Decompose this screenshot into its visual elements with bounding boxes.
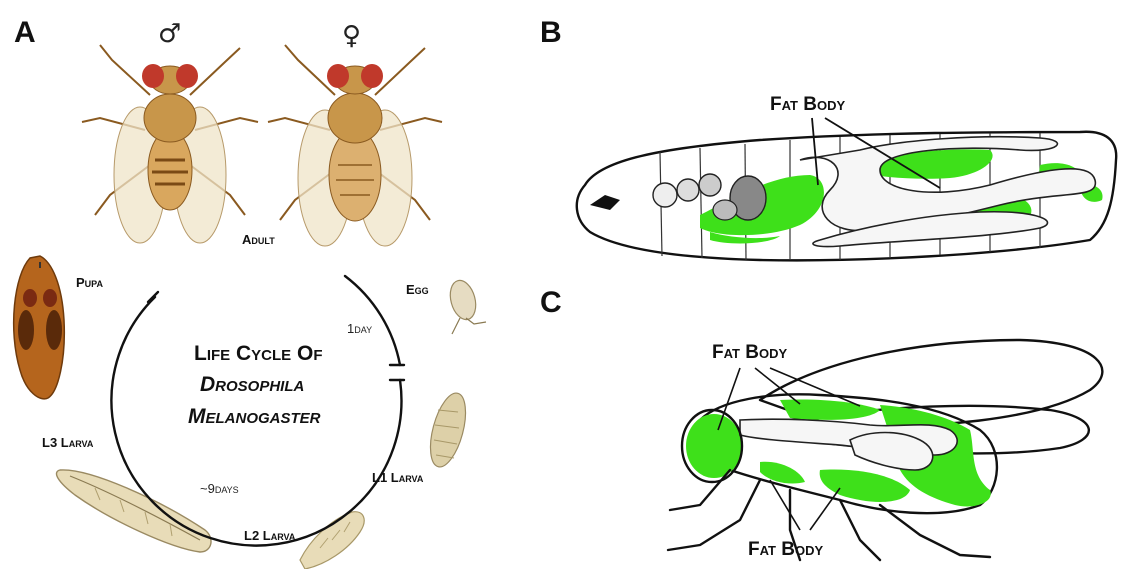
fat-body-label-b: Fat Body — [770, 94, 845, 115]
label-adult: Adult — [242, 232, 275, 247]
male-symbol: ♂ — [158, 19, 181, 49]
label-pupa: Pupa — [76, 275, 104, 290]
pupa-illustration — [14, 256, 65, 399]
title-line1: Life Cycle Of — [194, 342, 323, 365]
label-l3-larva: L3 Larva — [42, 435, 94, 450]
fat-body-label-c-bottom: Fat Body — [748, 539, 823, 560]
l2-larva-illustration — [300, 512, 364, 569]
duration-nine-days: ~9days — [200, 481, 239, 496]
duration-one-day: 1day — [347, 321, 372, 336]
female-fly-illustration — [268, 45, 442, 246]
title-line2: Drosophila — [200, 373, 304, 396]
label-egg: Egg — [406, 282, 429, 297]
title-line3: Melanogaster — [188, 405, 321, 428]
male-fly-illustration — [82, 45, 258, 243]
larva-head-structures — [590, 174, 766, 220]
panel-a-letter: A — [14, 16, 36, 49]
panel-b: B Fat Body — [540, 16, 1116, 260]
female-symbol: ♀ — [342, 21, 361, 51]
label-l2-larva: L2 Larva — [244, 528, 296, 543]
panel-a: A ♂ ♀ — [14, 16, 486, 569]
panel-b-letter: B — [540, 16, 562, 49]
panel-c: C Fat Body Fat Body — [540, 286, 1102, 560]
fat-body-label-c-top: Fat Body — [712, 342, 787, 363]
egg-illustration — [446, 278, 486, 334]
l1-larva-illustration — [424, 389, 473, 470]
panel-c-letter: C — [540, 286, 562, 319]
l3-larva-illustration — [56, 470, 211, 552]
